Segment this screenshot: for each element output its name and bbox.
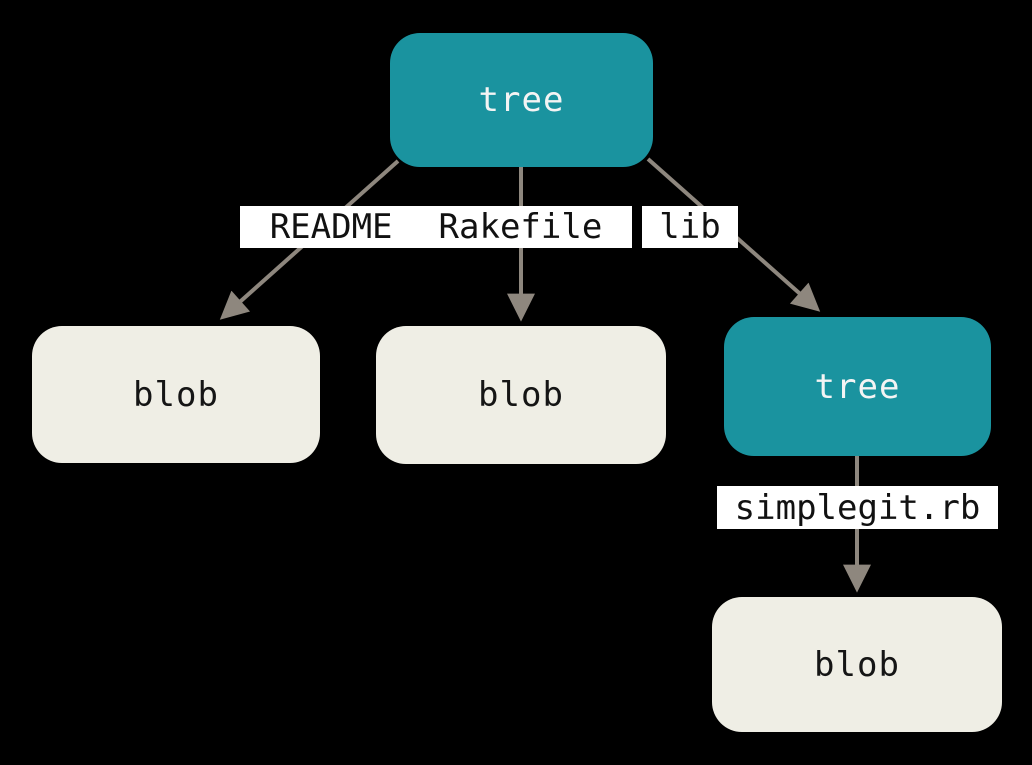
edge-label-readme-rakefile: README Rakefile [240,206,632,248]
node-blob-rakefile: blob [376,326,666,464]
node-blob-readme-label: blob [133,374,219,415]
edge-label-simplegit-text: simplegit.rb [734,487,981,528]
node-root-tree-label: tree [478,80,565,120]
node-blob-rakefile-label: blob [478,375,564,415]
edge-label-readme: README [269,207,393,247]
node-lib-tree: tree [724,317,991,456]
node-root-tree: tree [390,33,653,167]
node-blob-readme: blob [32,326,320,463]
edge-label-simplegit: simplegit.rb [717,486,998,529]
edge-label-rakefile: Rakefile [438,207,603,247]
node-blob-simplegit: blob [712,597,1002,732]
node-lib-tree-label: tree [814,366,901,407]
edge-label-lib: lib [642,206,738,248]
edge-label-lib-text: lib [659,207,721,247]
node-blob-simplegit-label: blob [814,644,900,685]
